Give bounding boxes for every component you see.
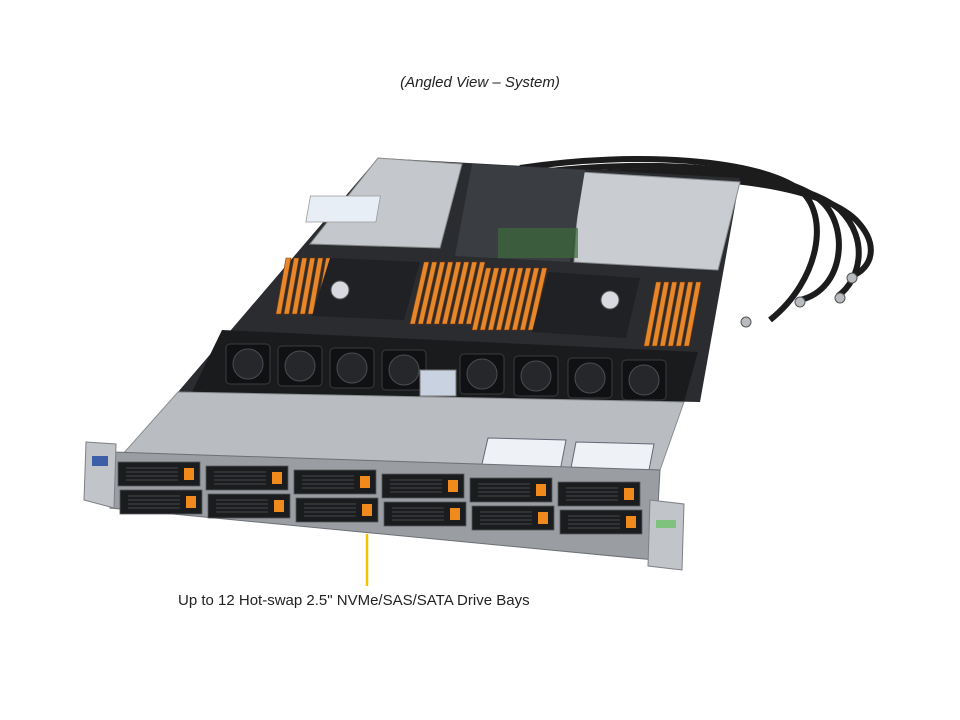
dimm-module (275, 257, 292, 315)
dimm-module (291, 257, 308, 315)
motherboard-green (498, 228, 578, 258)
drive-release-tab (272, 472, 282, 484)
dimm-module (651, 281, 670, 347)
rack-ear-right (647, 499, 685, 571)
dimm-module (479, 267, 500, 331)
drive-bay-caption: Up to 12 Hot-swap 2.5" NVMe/SAS/SATA Dri… (178, 592, 530, 609)
dimm-module (667, 281, 686, 347)
fan-blade-hub (466, 358, 498, 390)
drive-release-tab (538, 512, 548, 524)
fan-blade-hub (284, 350, 316, 382)
fan-center-module (419, 369, 457, 397)
cpu-cold-plate-1 (312, 258, 420, 320)
psu-label (305, 195, 381, 223)
fan-blade-hub (232, 348, 264, 380)
drive-release-tab (274, 500, 284, 512)
drive-release-tab (360, 476, 370, 488)
dimm-module (659, 281, 678, 347)
dimm-module (519, 267, 540, 331)
drive-release-tab (624, 488, 634, 500)
drive-release-tab (184, 468, 194, 480)
dimm-module (425, 261, 446, 325)
dimm-module (433, 261, 454, 325)
dimm-module (675, 281, 694, 347)
dimm-module (449, 261, 470, 325)
dimm-module (441, 261, 462, 325)
drive-bay (205, 465, 289, 491)
dimm-module (471, 267, 492, 331)
rack-ear-left (83, 441, 117, 509)
dimm-module (643, 281, 662, 347)
hose-connector (794, 296, 806, 308)
fan-blade-hub (520, 360, 552, 392)
drive-release-tab (186, 496, 196, 508)
fan-blade-hub (574, 362, 606, 394)
hose-connector (834, 292, 846, 304)
dimm-module (683, 281, 702, 347)
drive-bay (207, 493, 291, 519)
dimm-module (495, 267, 516, 331)
hose-connector (740, 316, 752, 328)
riser-cover (573, 171, 741, 271)
fan-row (225, 343, 667, 401)
drive-bays (117, 461, 643, 535)
usb-port (92, 456, 108, 466)
power-button (656, 520, 676, 528)
memory-modules (275, 257, 702, 347)
fan-blade-hub (388, 354, 420, 386)
dimm-module (487, 267, 508, 331)
dimm-module (465, 261, 486, 325)
drive-release-tab (536, 484, 546, 496)
dimm-module (299, 257, 316, 315)
hose-connector (846, 272, 858, 284)
drive-release-tab (448, 480, 458, 492)
dimm-module (457, 261, 478, 325)
view-caption: (Angled View – System) (400, 74, 560, 91)
dimm-module (283, 257, 300, 315)
fan-blade-hub (336, 352, 368, 384)
drive-release-tab (450, 508, 460, 520)
dimm-module (511, 267, 532, 331)
drive-release-tab (626, 516, 636, 528)
dimm-module (503, 267, 524, 331)
cpu-cold-plate-2 (532, 272, 640, 338)
drive-release-tab (362, 504, 372, 516)
dimm-module (417, 261, 438, 325)
fan-blade-hub (628, 364, 660, 396)
dimm-module (409, 261, 430, 325)
